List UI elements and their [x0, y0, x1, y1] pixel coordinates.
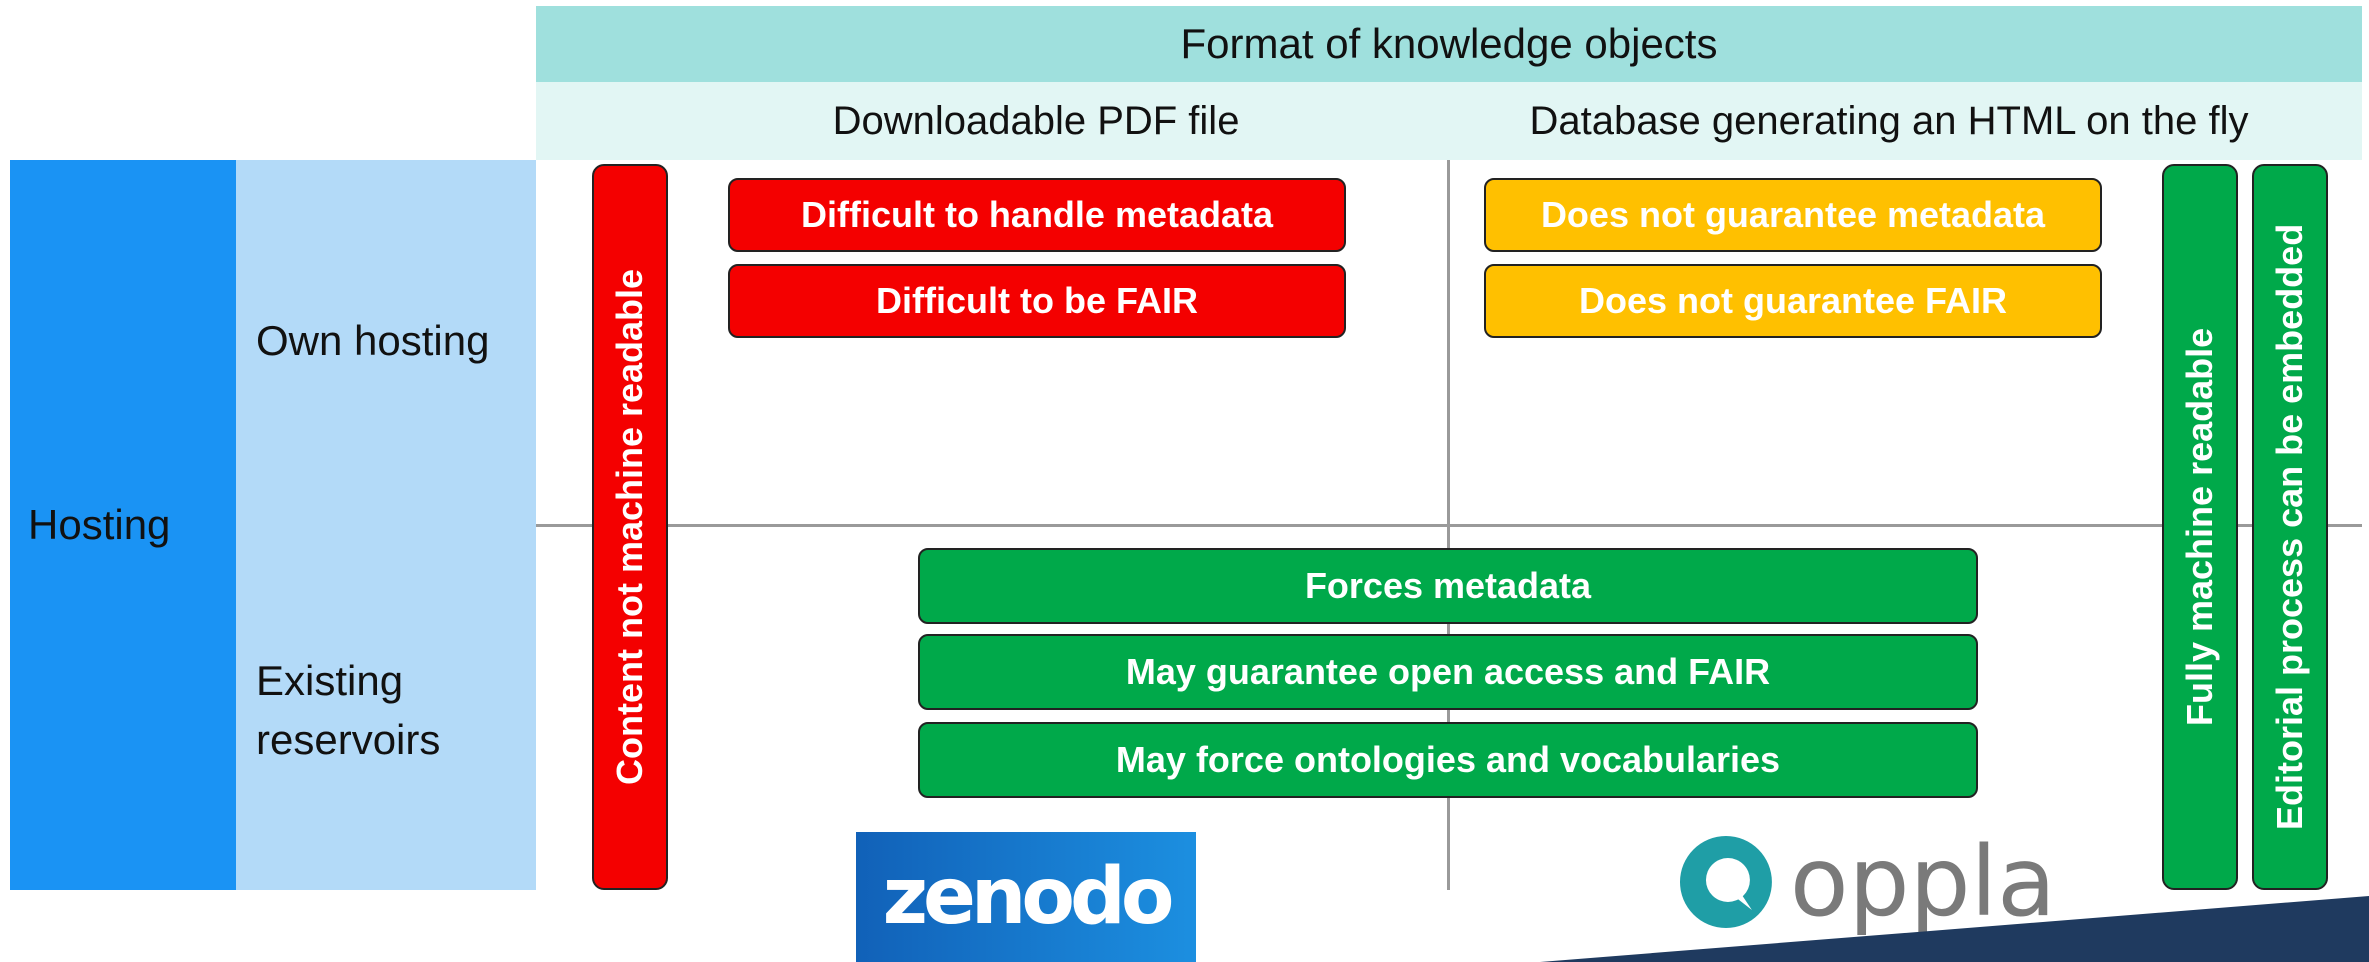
hosting-band [10, 160, 236, 890]
editorial-process-text: Editorial process can be embedded [2269, 223, 2310, 831]
pdf-not-machine-readable-bar: Content not machine readable [592, 164, 668, 890]
reservoir-benefit-box: Forces metadata [918, 548, 1978, 624]
oppla-logo-text: oppla [1789, 826, 2056, 938]
reservoir-benefit-box: May guarantee open access and FAIR [918, 634, 1978, 710]
pdf-issue-box: Difficult to be FAIR [728, 264, 1346, 338]
corner-decoration-icon [1540, 896, 2369, 962]
oppla-mark-icon [1679, 836, 1772, 928]
database-issue-box: Does not guarantee FAIR [1484, 264, 2102, 338]
pdf-issue-box: Difficult to handle metadata [728, 178, 1346, 252]
own-hosting-label: Own hosting [256, 317, 490, 364]
editorial-process-bar: Editorial process can be embedded [2252, 164, 2328, 890]
existing-reservoirs-label: Existing reservoirs [256, 652, 440, 770]
existing-label-line1: Existing [256, 657, 404, 704]
column-header-database: Database generating an HTML on the fly [1416, 82, 2362, 160]
zenodo-logo-text: zenodo [882, 852, 1175, 942]
grid-horizontal-divider [536, 524, 2362, 527]
reservoir-benefit-box: May force ontologies and vocabularies [918, 722, 1978, 798]
column-header-pdf: Downloadable PDF file [536, 82, 1536, 160]
zenodo-logo: zenodo [856, 832, 1196, 962]
pdf-not-machine-readable-text: Content not machine readable [609, 268, 650, 786]
fully-machine-readable-bar: Fully machine readable [2162, 164, 2238, 890]
hosting-label: Hosting [28, 501, 171, 548]
hosting-subband [236, 160, 536, 890]
oppla-logo: oppla [1676, 822, 2056, 942]
fully-machine-readable-text: Fully machine readable [2179, 327, 2220, 727]
header-title: Format of knowledge objects [536, 6, 2362, 82]
existing-label-line2: reservoirs [256, 715, 441, 763]
database-issue-box: Does not guarantee metadata [1484, 178, 2102, 252]
